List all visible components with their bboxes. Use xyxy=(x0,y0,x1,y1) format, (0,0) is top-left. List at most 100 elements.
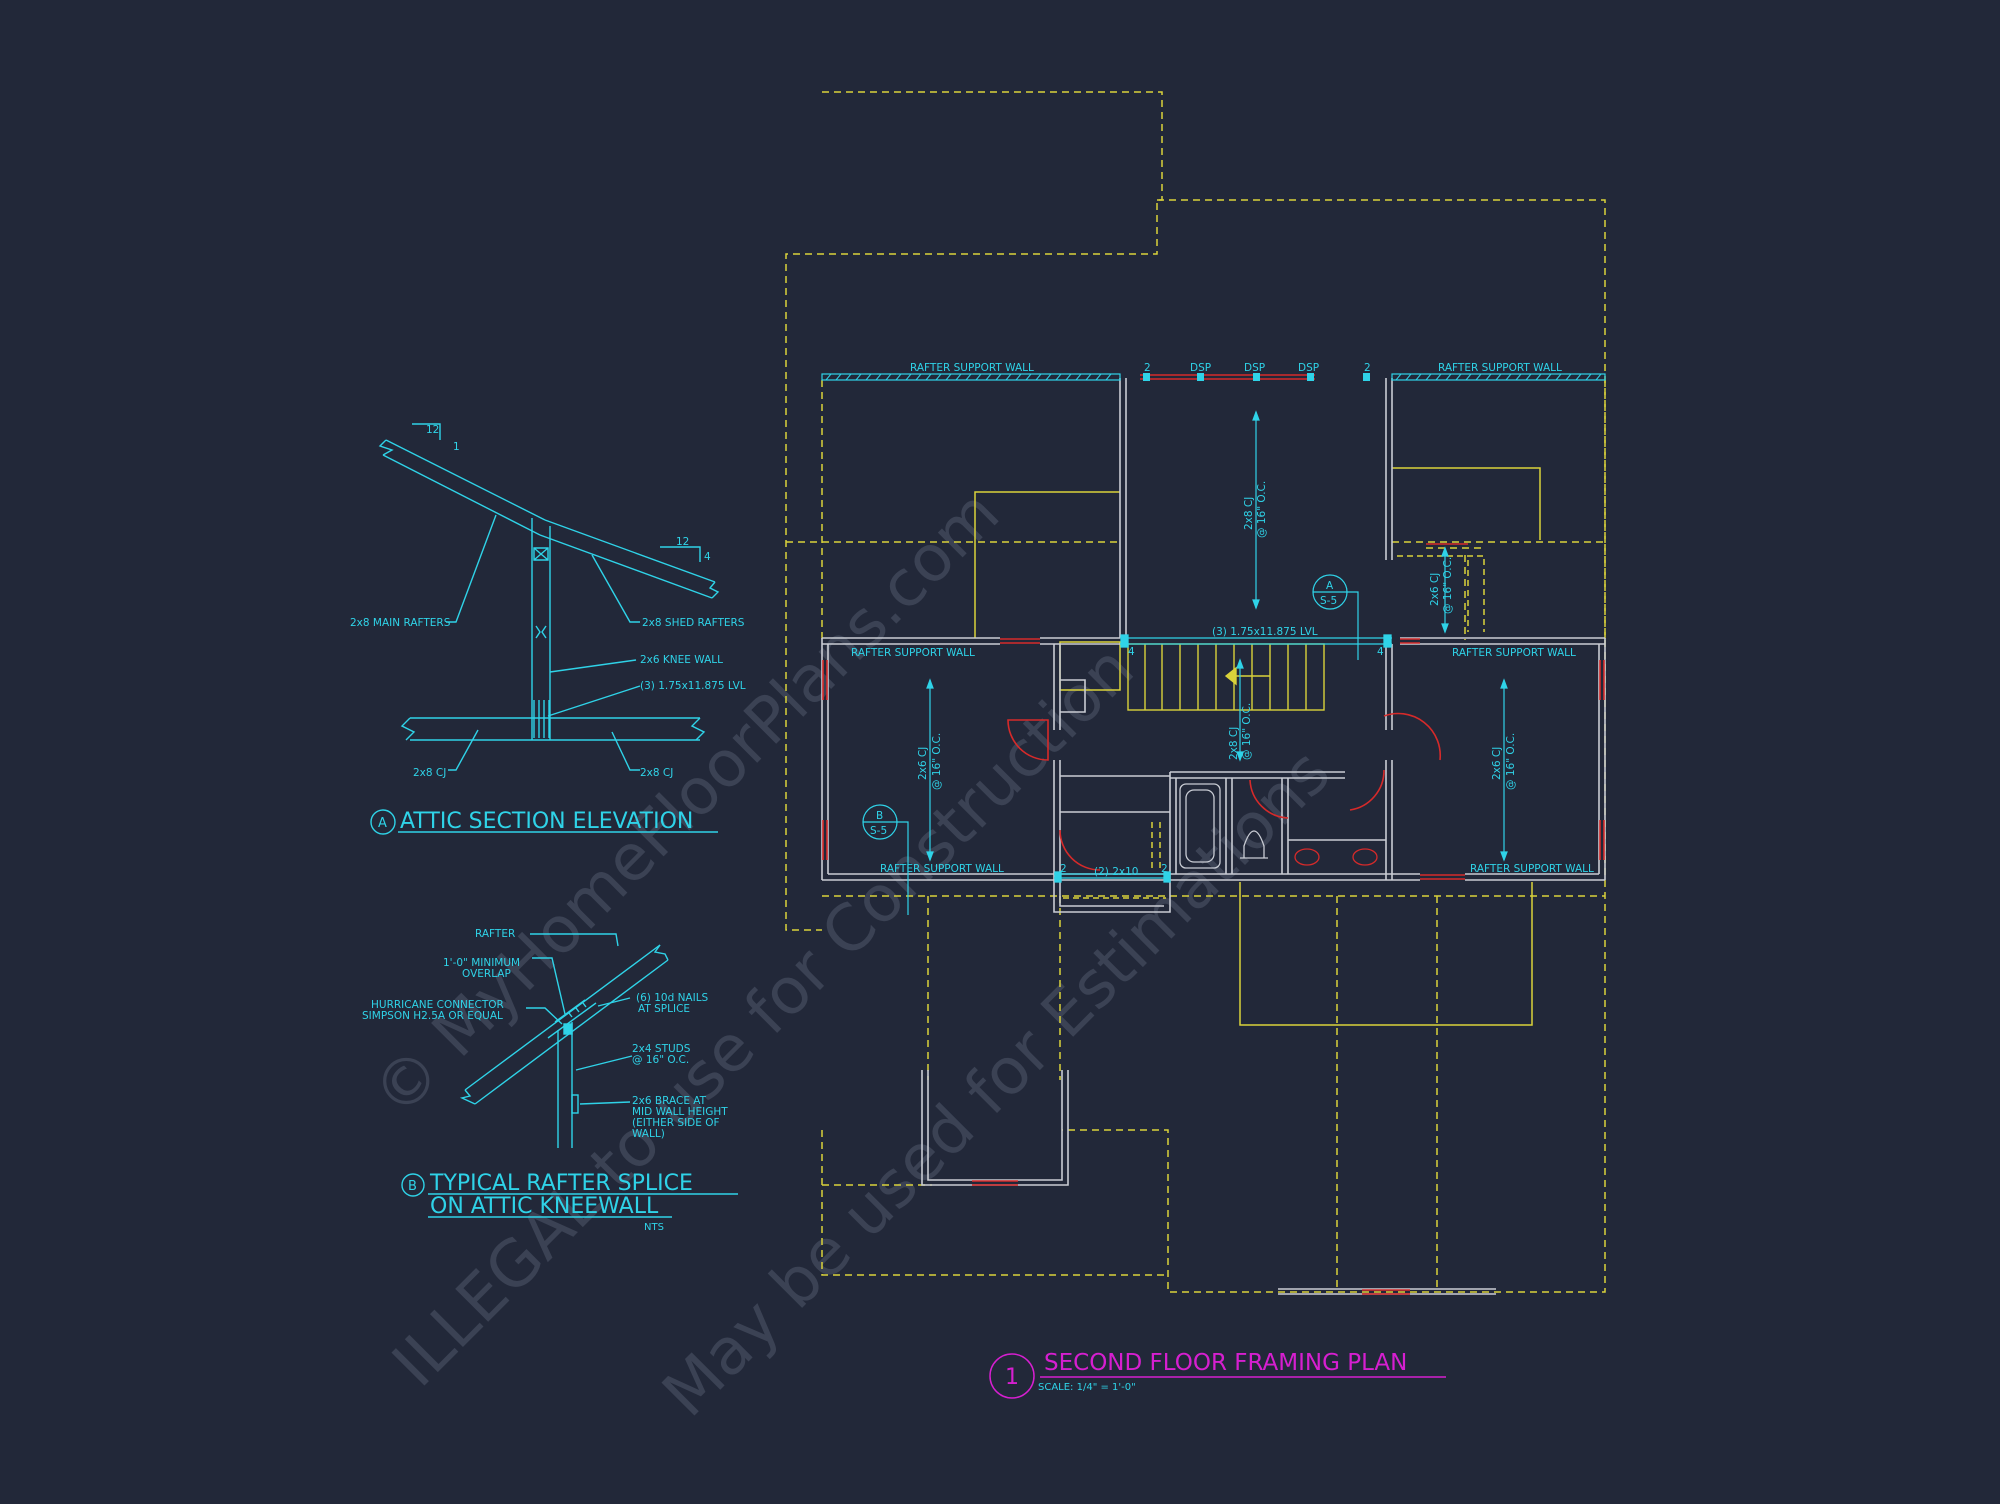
chase-hatch xyxy=(1063,822,1166,899)
leader-lvl xyxy=(547,685,641,717)
bathtub-inner xyxy=(1185,789,1215,863)
brace-block xyxy=(571,1094,579,1114)
label-post-4-left: 4 xyxy=(1128,646,1135,658)
label-cj-right: 2x6 CJ xyxy=(1491,747,1503,780)
pitch-run-main: 1 xyxy=(453,441,460,453)
main-rafter-break xyxy=(378,439,394,456)
label-overlap-2: OVERLAP xyxy=(462,968,511,980)
lvl-plies xyxy=(533,700,550,738)
plan-number: 1 xyxy=(1005,1365,1019,1390)
door-swing-2 xyxy=(1059,829,1101,871)
label-studs-1: 2x4 STUDS xyxy=(632,1043,691,1055)
knee-wall-break xyxy=(535,625,547,639)
label-connector-2: SIMPSON H2.5A OR EQUAL xyxy=(362,1010,503,1022)
window-rear xyxy=(1362,1289,1410,1295)
label-rsw-left-bottom: RAFTER SUPPORT WALL xyxy=(880,863,1004,875)
main-roof-outline xyxy=(821,199,1606,1293)
label-oc-right: @ 16" O.C. xyxy=(1505,733,1517,790)
label-knee-wall: 2x6 KNEE WALL xyxy=(640,654,723,666)
pitch-shed xyxy=(660,546,701,562)
watermark-line-1: © MyHomeFloorPlans.com xyxy=(359,476,1014,1131)
knee-wall-block xyxy=(533,547,549,561)
label-cj-left: 2x6 CJ xyxy=(917,747,929,780)
label-overlap-1: 1'-0" MINIMUM xyxy=(443,957,520,969)
post-marker xyxy=(1253,373,1260,381)
label-brace-2: MID WALL HEIGHT xyxy=(632,1106,728,1118)
label-studs-2: @ 16" O.C. xyxy=(632,1054,689,1066)
sink-right xyxy=(1352,848,1378,866)
shed-rafter-lines xyxy=(539,519,716,599)
section-b-labels: RAFTER 1'-0" MINIMUM OVERLAP HURRICANE C… xyxy=(362,928,728,1233)
label-rsw-top-left: RAFTER SUPPORT WALL xyxy=(910,362,1034,374)
stair-arrow-head xyxy=(1224,666,1237,686)
splice-nails xyxy=(568,1002,587,1018)
closet-hatch xyxy=(1397,555,1485,632)
label-tag-a-sheet: S-5 xyxy=(1320,595,1337,607)
label-post-2-hdr-right: 2 xyxy=(1161,863,1168,875)
ceiling-joist-breaks xyxy=(400,717,706,741)
label-lvl: (3) 1.75x11.875 LVL xyxy=(1212,626,1318,638)
pitch-rise-shed: 12 xyxy=(676,536,689,548)
watermark: © MyHomeFloorPlans.com ILLEGAL to use fo… xyxy=(359,476,1345,1431)
lvl-beam-lines xyxy=(1120,637,1392,645)
knee-wall-studs xyxy=(531,518,551,740)
section-a-tag: A xyxy=(378,816,387,831)
rsw-top-right xyxy=(1391,373,1606,381)
lvl-beam xyxy=(1054,634,1392,883)
watermark-line-3: May be used for Estimations xyxy=(649,736,1345,1432)
leader-overlap xyxy=(532,957,566,1015)
cj-arrow-upper-heads xyxy=(1252,410,1260,610)
closet-dash xyxy=(1426,547,1484,640)
closet-nook xyxy=(1060,679,1086,713)
leader-knee-wall xyxy=(549,659,637,673)
plan-number-bubble xyxy=(989,1353,1035,1399)
label-rsw-right-bottom: RAFTER SUPPORT WALL xyxy=(1470,863,1594,875)
label-rsw-top-right: RAFTER SUPPORT WALL xyxy=(1438,362,1562,374)
label-connector-1: HURRICANE CONNECTOR xyxy=(371,999,504,1011)
label-oc-mid: @ 16" O.C. xyxy=(1241,703,1253,760)
section-a-title: ATTIC SECTION ELEVATION xyxy=(400,809,693,834)
roof-side-lines xyxy=(821,380,1606,640)
plan-title: SECOND FLOOR FRAMING PLAN xyxy=(1044,1350,1407,1376)
plan-labels: RAFTER SUPPORT WALL RAFTER SUPPORT WALL … xyxy=(851,362,1594,878)
wall-bath-north xyxy=(1170,771,1345,779)
pitch-run-shed: 4 xyxy=(704,551,711,563)
wall-stair-left xyxy=(1119,378,1127,638)
main-rafter-lines xyxy=(382,439,546,536)
wall-bath-divider xyxy=(1225,778,1233,874)
cj-arrow-left-heads xyxy=(926,678,934,862)
leader-rafter xyxy=(530,933,619,947)
header-post-right xyxy=(1163,871,1171,883)
bathtub xyxy=(1179,783,1221,869)
section-b-detail xyxy=(401,933,738,1218)
label-shed-rafters: 2x8 SHED RAFTERS xyxy=(642,617,745,629)
posts-dashed xyxy=(927,547,1484,1292)
post-marker xyxy=(1143,373,1150,381)
pitch-main xyxy=(412,423,441,440)
wall-wc-divider xyxy=(1281,778,1289,874)
wall-south-right xyxy=(1465,873,1605,881)
windows-west xyxy=(822,660,828,860)
cj-span-arrows xyxy=(926,410,1508,862)
label-dsp-1: DSP xyxy=(1190,362,1211,374)
yellow-dormer xyxy=(1239,882,1533,1026)
wall-north-left xyxy=(822,637,1000,645)
label-cj-closet: 2x6 CJ xyxy=(1429,573,1441,606)
rafter-support-wall-top xyxy=(821,373,1606,381)
sink-left xyxy=(1294,848,1320,866)
door-swing-3 xyxy=(1383,712,1442,761)
post-marker xyxy=(1363,373,1370,381)
cj-arrow-closet-heads xyxy=(1441,546,1449,634)
wall-west xyxy=(821,638,829,880)
label-rsw-right-top: RAFTER SUPPORT WALL xyxy=(1452,647,1576,659)
upper-wall-header xyxy=(1140,374,1315,380)
windows-east xyxy=(1599,660,1605,860)
label-post-2-right: 2 xyxy=(1364,362,1371,374)
rsw-hatch xyxy=(825,373,1602,381)
toilet xyxy=(1240,830,1268,859)
label-brace-4: WALL) xyxy=(632,1128,665,1140)
leader-cj-left xyxy=(448,729,479,771)
window-north-right xyxy=(1400,638,1420,644)
label-nails-1: (6) 10d NAILS xyxy=(636,992,709,1004)
